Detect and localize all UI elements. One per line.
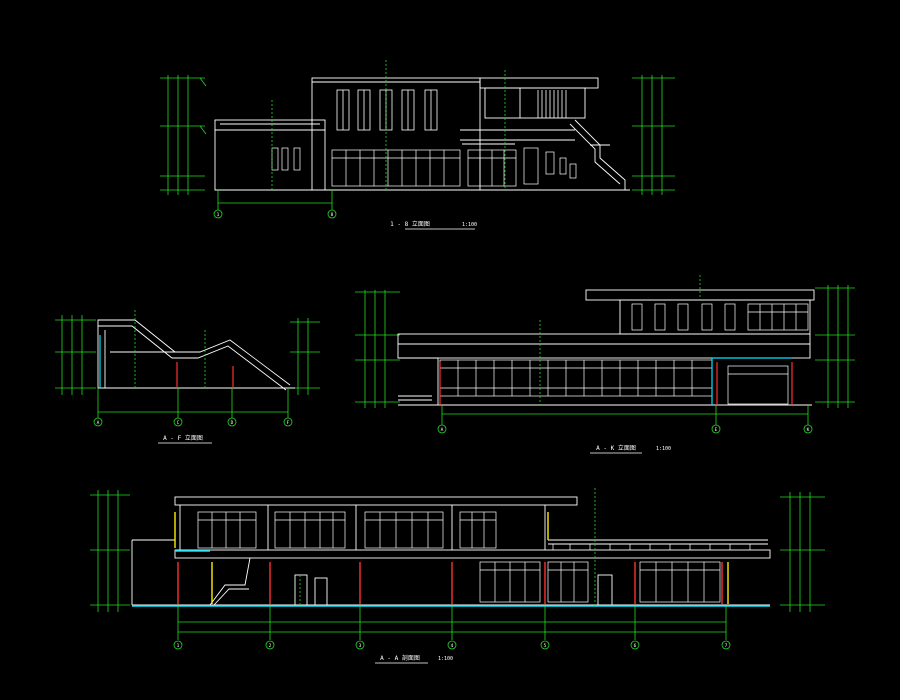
accent-columns [439,357,793,405]
right-dimension-stack [780,492,825,612]
title-block: A - K 立面图 1:100 [590,444,671,454]
drawing-title: 1 - 8 立面图 [390,220,430,228]
drawing-scale: 1:100 [462,222,477,228]
axis-label-4: 4 [451,643,454,649]
building-outline [131,496,771,606]
left-dimension-stack [55,315,96,395]
right-dimension-stack [632,75,675,195]
grid-axes [213,60,506,219]
axis-label-5: 5 [544,643,547,649]
grid-axes [93,310,293,427]
grid-axes [173,488,731,650]
upper-windows [631,303,809,331]
drawing-scale: 1:100 [438,656,453,662]
drawing-scale: 1:100 [656,446,671,452]
drawing-title: A - F 立面图 [163,434,203,442]
axis-label-e: E [715,427,718,433]
grid-axes [437,275,813,434]
left-dimension-stack [160,75,207,195]
building-outline [97,319,295,391]
title-block: A - A 剖面图 1:100 [375,654,453,664]
building-outline [214,77,630,191]
axis-label-c: C [177,420,180,426]
elevation-side-left: A C D F A - F 立面图 [55,310,320,444]
title-block: A - F 立面图 [158,434,212,444]
right-dimension-stack [290,318,320,395]
drawing-title: A - A 剖面图 [380,654,420,662]
axis-label-1: 1 [217,212,220,218]
elevation-top: 1 8 1 - 8 立面图 1:100 [160,60,675,230]
accent-columns [99,335,234,388]
axis-label-a: A [441,427,444,433]
axis-label-6: 6 [634,643,637,649]
left-dimension-stack [355,290,400,408]
axis-label-k: K [807,427,810,433]
building-outline [397,289,815,406]
right-dimension-stack [815,285,855,408]
elevation-side-right: A E K A - K 立面图 1:100 [355,275,855,454]
axis-label-a: A [97,420,100,426]
section-windows [197,511,751,603]
axis-label-d: D [231,420,234,426]
axis-label-1: 1 [177,643,180,649]
lower-windows [271,147,577,187]
axis-label-f: F [287,420,290,426]
axis-label-7: 7 [725,643,728,649]
accent-members [132,512,770,607]
section-bottom: 1 2 3 4 5 6 7 A - A 剖面图 1:100 [90,488,825,664]
axis-label-2: 2 [269,643,272,649]
drawing-title: A - K 立面图 [596,444,636,452]
axis-label-8: 8 [331,212,334,218]
left-dimension-stack [90,490,130,612]
title-block: 1 - 8 立面图 1:100 [390,220,477,230]
axis-label-3: 3 [359,643,362,649]
